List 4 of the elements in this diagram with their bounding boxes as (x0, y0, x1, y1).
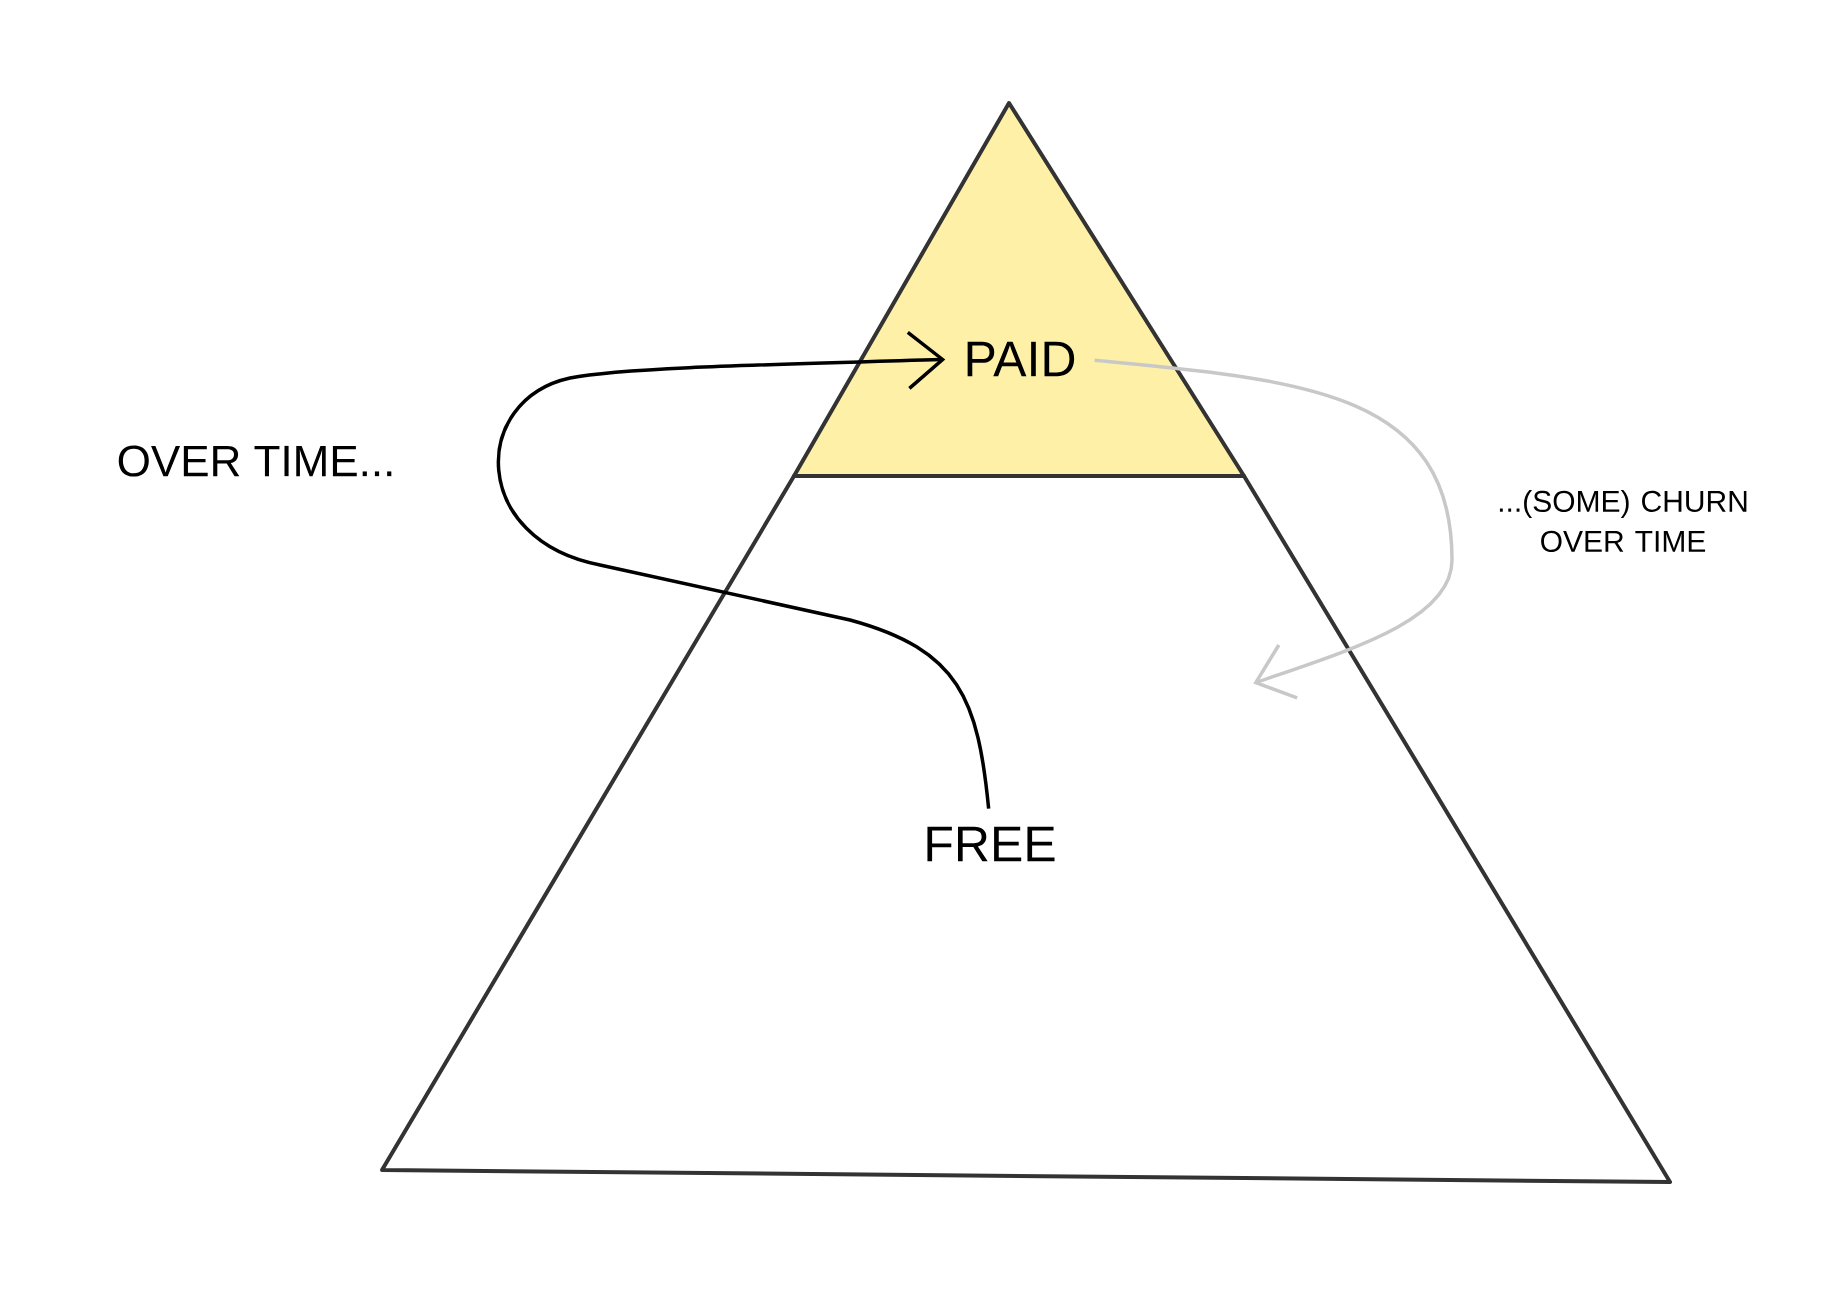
arrow (497, 331, 991, 809)
edge-label: OVER TIME... (118, 445, 392, 477)
arrow (1094, 358, 1454, 700)
pyramid-tier: PAID (792, 101, 1246, 478)
